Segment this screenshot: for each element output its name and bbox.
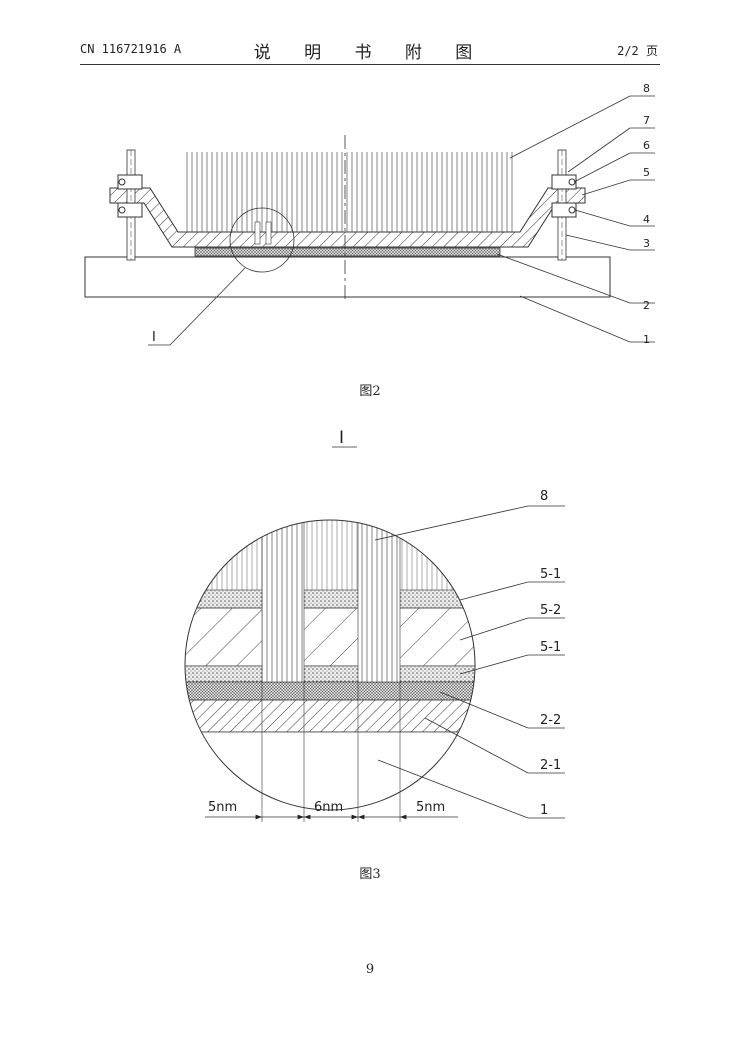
fig3-label-2-1: 2-1	[540, 758, 561, 773]
fig3-label-2-2: 2-2	[540, 713, 561, 728]
figure3-drawing	[184, 446, 565, 822]
figure2-caption: 图2	[359, 384, 381, 399]
fig3-label-8: 8	[540, 489, 548, 504]
fig3-label-5-1-top: 5-1	[540, 567, 561, 582]
fig3-dimension-center: 6nm	[314, 800, 343, 815]
fig3-label-5-1-bottom: 5-1	[540, 640, 561, 655]
fig2-label-2: 2	[643, 299, 650, 312]
fig3-dimension-right: 5nm	[416, 800, 445, 815]
page-count: 2/2 页	[617, 44, 658, 58]
fig2-label-1: 1	[643, 333, 650, 346]
page-number: 9	[365, 962, 375, 977]
header-rule	[80, 64, 660, 65]
fig3-label-5-2: 5-2	[540, 603, 561, 618]
fig2-label-8: 8	[643, 82, 650, 95]
fig2-label-6: 6	[643, 139, 650, 152]
figure2-drawing	[84, 95, 655, 346]
patent-number: CN 116721916 A	[80, 42, 182, 56]
fig2-label-3: 3	[643, 237, 650, 250]
fig3-label-1: 1	[540, 803, 548, 818]
page-title: 说 明 书 附 图	[253, 43, 487, 63]
figure3-caption: 图3	[359, 867, 381, 882]
fig2-label-4: 4	[643, 213, 650, 226]
fig2-label-7: 7	[643, 114, 650, 127]
fig3-title: I	[339, 428, 344, 448]
fig2-detail-marker: I	[152, 330, 156, 345]
fig3-dimension-left: 5nm	[208, 800, 237, 815]
fig2-label-5: 5	[643, 166, 650, 179]
